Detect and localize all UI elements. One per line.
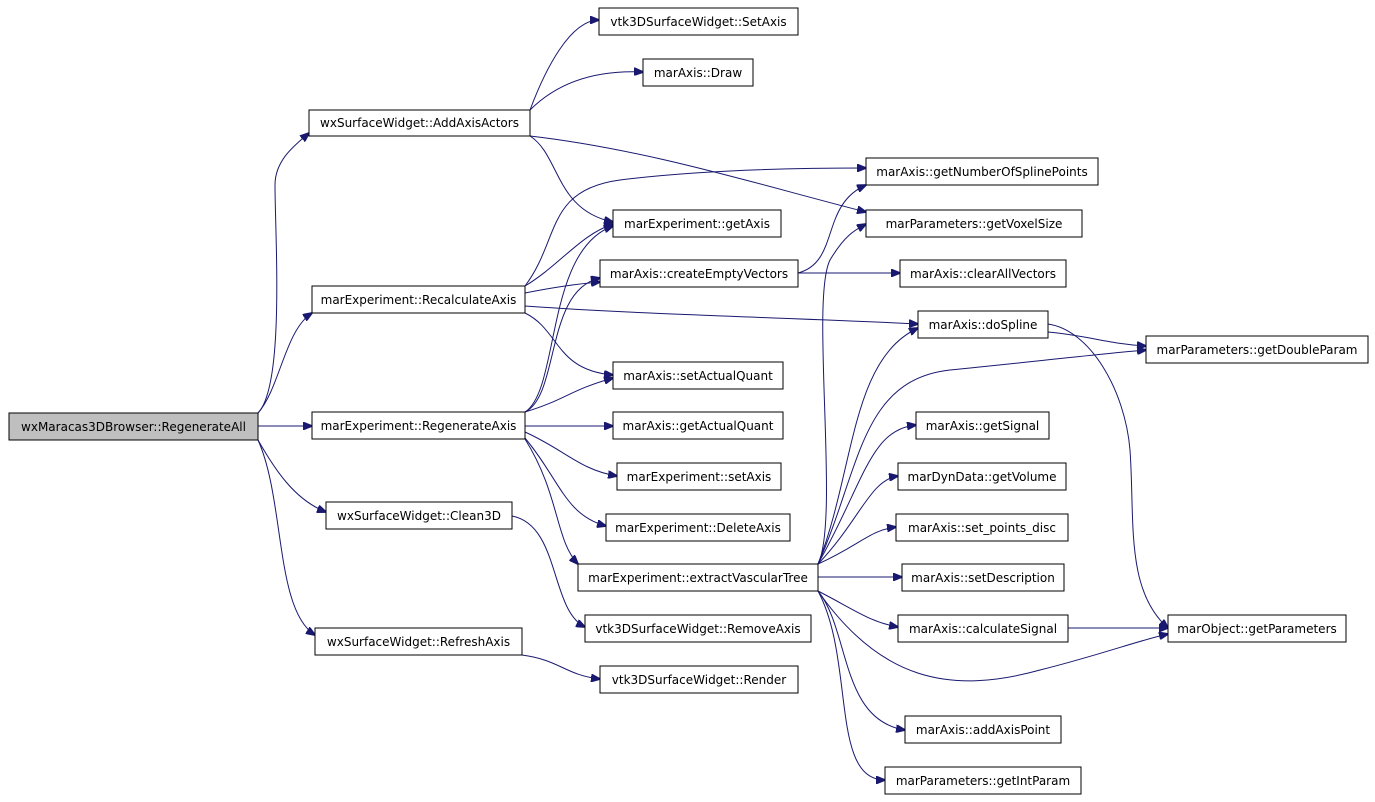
node-get-volume[interactable]: marDynData::getVolume <box>897 462 1067 491</box>
node-calculate-signal[interactable]: marAxis::calculateSignal <box>897 614 1069 643</box>
node-label: marParameters::getDoubleParam <box>1157 343 1358 357</box>
node-get-number-of-spline-points[interactable]: marAxis::getNumberOfSplinePoints <box>865 157 1099 186</box>
node-label: marExperiment::DeleteAxis <box>615 521 781 535</box>
node-refresh-axis[interactable]: wxSurfaceWidget::RefreshAxis <box>314 627 523 656</box>
node-label: marAxis::set_points_disc <box>908 521 1056 535</box>
node-label: vtk3DSurfaceWidget::RemoveAxis <box>595 622 800 636</box>
node-do-spline[interactable]: marAxis::doSpline <box>917 310 1049 339</box>
node-label: marExperiment::extractVascularTree <box>588 571 808 585</box>
node-get-parameters[interactable]: marObject::getParameters <box>1167 614 1347 643</box>
node-label: marAxis::doSpline <box>929 318 1038 332</box>
edge-extractVascularTree-to-getVoxelSize <box>817 224 866 565</box>
node-label: wxSurfaceWidget::RefreshAxis <box>327 635 510 649</box>
edge-layer <box>257 20 1168 780</box>
node-label: marAxis::clearAllVectors <box>910 267 1056 281</box>
edge-extractVascularTree-to-getDoubleParam <box>817 350 1146 565</box>
node-label: wxMaracas3DBrowser::RegenerateAll <box>21 420 246 434</box>
edge-regenerateAxis-to-createEmptyVectors <box>524 278 600 413</box>
edge-recalculateAxis-to-setActualQuant <box>524 312 613 375</box>
node-label: marAxis::getNumberOfSplinePoints <box>876 165 1087 179</box>
edge-regenerateAxis-to-setActualQuant <box>524 378 613 413</box>
node-label: marAxis::Draw <box>654 66 742 80</box>
edge-extractVascularTree-to-getParameters <box>817 590 1168 682</box>
node-label: marExperiment::RegenerateAxis <box>321 419 517 433</box>
edge-extractVascularTree-to-setPointsDisc <box>817 527 896 565</box>
edge-recalculateAxis-to-getAxis <box>524 224 613 287</box>
edge-extractVascularTree-to-getSignal <box>817 425 916 565</box>
node-label: marAxis::getActualQuant <box>623 419 774 433</box>
node-get-signal[interactable]: marAxis::getSignal <box>915 411 1050 440</box>
node-regenerate-all[interactable]: wxMaracas3DBrowser::RegenerateAll <box>8 412 259 441</box>
edge-regenerateAxis-to-setAxisExp <box>524 431 617 476</box>
edge-recalculateAxis-to-createEmptyVectors <box>524 282 600 294</box>
node-set-description[interactable]: marAxis::setDescription <box>901 563 1065 592</box>
node-label: marExperiment::setAxis <box>627 470 772 484</box>
edge-clean3D-to-removeAxis <box>511 515 585 627</box>
node-get-actual-quant[interactable]: marAxis::getActualQuant <box>612 411 784 440</box>
edge-extractVascularTree-to-getIntParam <box>817 590 885 780</box>
edge-doSpline-to-getDoubleParam <box>1047 331 1146 346</box>
node-clean3d[interactable]: wxSurfaceWidget::Clean3D <box>325 501 513 530</box>
node-set-actual-quant[interactable]: marAxis::setActualQuant <box>612 361 784 390</box>
node-label: vtk3DSurfaceWidget::Render <box>612 673 786 687</box>
node-add-axis-point[interactable]: marAxis::addAxisPoint <box>904 715 1062 744</box>
node-create-empty-vectors[interactable]: marAxis::createEmptyVectors <box>599 259 799 288</box>
node-label: marExperiment::getAxis <box>624 217 770 231</box>
edge-regenerateAll-to-refreshAxis <box>257 439 315 635</box>
edge-extractVascularTree-to-calculateSignal <box>817 590 898 627</box>
node-label: marDynData::getVolume <box>908 470 1057 484</box>
node-label: marParameters::getIntParam <box>896 774 1070 788</box>
node-label: marAxis::calculateSignal <box>909 622 1057 636</box>
edge-extractVascularTree-to-getVolume <box>817 476 898 565</box>
node-label: marExperiment::RecalculateAxis <box>321 293 517 307</box>
node-label: marAxis::setDescription <box>911 571 1055 585</box>
node-set-axis-exp[interactable]: marExperiment::setAxis <box>616 462 782 491</box>
node-label: marAxis::createEmptyVectors <box>610 267 788 281</box>
edge-regenerateAll-to-recalculateAxis <box>257 313 312 414</box>
edge-regenerateAll-to-clean3D <box>257 439 326 512</box>
edge-addAxisActors-to-getAxis <box>529 135 613 222</box>
edge-recalculateAxis-to-getNumberOfSplinePoints <box>524 168 866 287</box>
edge-createEmptyVectors-to-getNumberOfSplinePoints <box>797 185 866 274</box>
edge-addAxisActors-to-draw <box>529 72 643 111</box>
node-remove-axis[interactable]: vtk3DSurfaceWidget::RemoveAxis <box>584 614 812 643</box>
node-set-axis-vtk[interactable]: vtk3DSurfaceWidget::SetAxis <box>598 7 799 36</box>
edge-recalculateAxis-to-doSpline <box>524 305 918 324</box>
node-label: wxSurfaceWidget::AddAxisActors <box>320 116 519 130</box>
node-get-axis[interactable]: marExperiment::getAxis <box>612 209 782 238</box>
edge-regenerateAxis-to-extractVascularTree <box>524 438 578 564</box>
edge-addAxisActors-to-getVoxelSize <box>529 135 866 212</box>
node-label: marAxis::getSignal <box>926 419 1040 433</box>
node-label: marAxis::addAxisPoint <box>916 723 1051 737</box>
node-get-voxel-size[interactable]: marParameters::getVoxelSize <box>865 209 1083 238</box>
node-recalculate-axis[interactable]: marExperiment::RecalculateAxis <box>311 285 526 314</box>
edge-regenerateAxis-to-getAxis <box>524 226 613 413</box>
edge-regenerateAxis-to-deleteAxis <box>524 437 606 526</box>
node-set-points-disc[interactable]: marAxis::set_points_disc <box>895 513 1069 542</box>
node-clear-all-vectors[interactable]: marAxis::clearAllVectors <box>899 259 1067 288</box>
node-label: marParameters::getVoxelSize <box>886 217 1063 231</box>
edge-regenerateAll-to-addAxisActors <box>257 133 309 414</box>
edge-addAxisActors-to-setAxisVtk <box>529 20 599 111</box>
node-label: wxSurfaceWidget::Clean3D <box>337 509 501 523</box>
node-render[interactable]: vtk3DSurfaceWidget::Render <box>599 665 799 694</box>
node-draw[interactable]: marAxis::Draw <box>642 58 754 87</box>
node-label: marObject::getParameters <box>1177 622 1337 636</box>
node-delete-axis[interactable]: marExperiment::DeleteAxis <box>605 513 791 542</box>
edge-extractVascularTree-to-doSpline <box>817 328 918 565</box>
node-regenerate-axis[interactable]: marExperiment::RegenerateAxis <box>311 411 526 440</box>
edge-refreshAxis-to-render <box>521 654 600 679</box>
node-add-axis-actors[interactable]: wxSurfaceWidget::AddAxisActors <box>308 109 531 137</box>
node-label: vtk3DSurfaceWidget::SetAxis <box>610 15 786 29</box>
edge-doSpline-to-getParameters <box>1047 323 1168 628</box>
node-extract-vascular-tree[interactable]: marExperiment::extractVascularTree <box>577 563 819 592</box>
node-get-double-param[interactable]: marParameters::getDoubleParam <box>1145 335 1369 364</box>
node-label: marAxis::setActualQuant <box>623 369 773 383</box>
node-get-int-param[interactable]: marParameters::getIntParam <box>884 766 1082 795</box>
edge-extractVascularTree-to-addAxisPoint <box>817 590 905 730</box>
